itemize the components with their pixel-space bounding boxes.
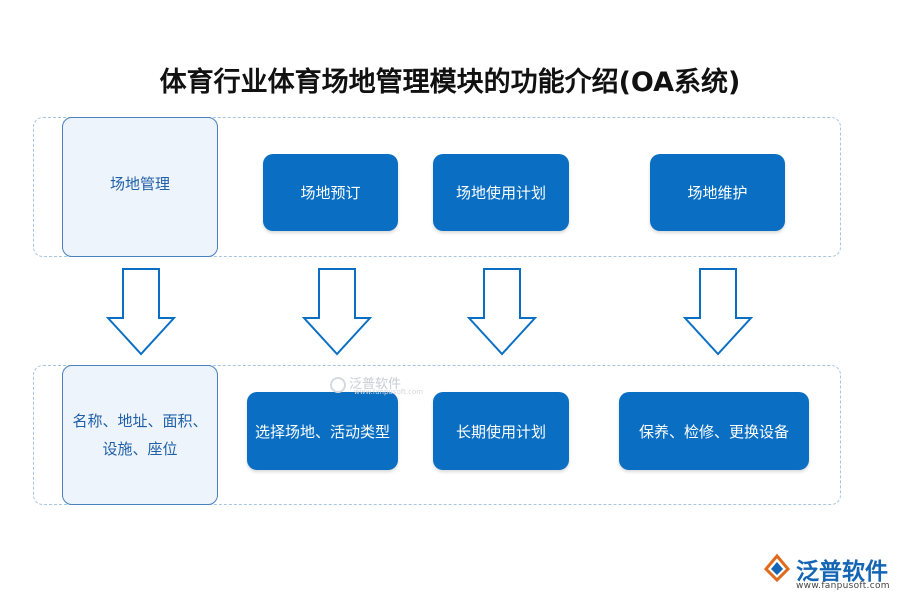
- brand-logo-icon: [763, 553, 791, 583]
- watermark: 泛普软件 www.fanpusoft.com: [330, 373, 423, 396]
- bottom-row-frame: [33, 365, 841, 505]
- watermark-logo-icon: [330, 376, 346, 393]
- brand-name: 泛普软件: [796, 559, 888, 585]
- top-row-frame: [33, 117, 841, 257]
- down-arrow-icon: [467, 268, 537, 356]
- box-venue-usage-plan: 场地使用计划: [433, 154, 569, 231]
- box-maintenance-equipment: 保养、检修、更换设备: [619, 392, 809, 470]
- box-venue-maintenance: 场地维护: [650, 154, 785, 231]
- box-long-term-plan: 长期使用计划: [433, 392, 569, 470]
- box-venue-booking: 场地预订: [263, 154, 398, 231]
- page-title: 体育行业体育场地管理模块的功能介绍(OA系统): [159, 67, 741, 98]
- watermark-url: www.fanpusoft.com: [354, 388, 424, 396]
- down-arrow-icon: [683, 268, 753, 356]
- watermark-text: 泛普软件: [349, 377, 402, 392]
- box-select-venue-activity: 选择场地、活动类型: [247, 392, 398, 470]
- side-box-venue-management: 场地管理: [62, 117, 218, 257]
- side-box-venue-attributes: 名称、地址、面积、设施、座位: [62, 365, 218, 505]
- down-arrow-icon: [302, 268, 372, 356]
- brand-url: www.fanpusoft.com: [796, 581, 890, 591]
- down-arrow-icon: [106, 268, 176, 356]
